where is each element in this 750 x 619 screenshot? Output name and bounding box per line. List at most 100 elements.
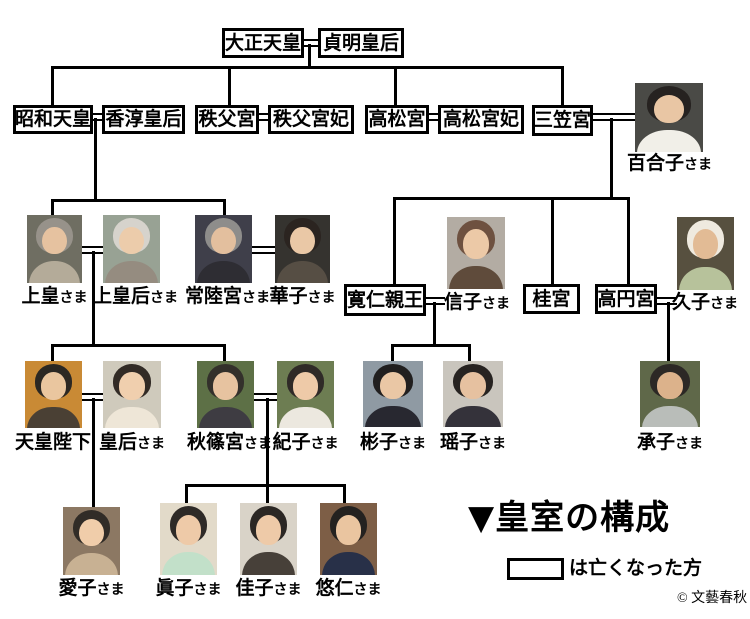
avatar-clothes bbox=[104, 406, 160, 428]
avatar-face bbox=[290, 226, 315, 255]
box-princess-takamatsu: 高松宮妃 bbox=[438, 105, 524, 134]
photo-kako bbox=[240, 503, 297, 575]
avatar-face bbox=[118, 226, 145, 255]
person-honorific: さま bbox=[482, 296, 510, 312]
avatar-face bbox=[212, 372, 239, 400]
caption-nobuko: 信子さま bbox=[443, 291, 511, 314]
photo-mako bbox=[160, 503, 217, 575]
caption-akishino: 秋篠宮さま bbox=[187, 431, 272, 454]
avatar-face bbox=[459, 372, 487, 400]
marriage-connector bbox=[253, 393, 278, 401]
person-honorific: さま bbox=[478, 436, 506, 452]
avatar-face bbox=[692, 229, 719, 260]
marriage-connector bbox=[258, 113, 269, 121]
avatar-face bbox=[119, 372, 145, 400]
person-honorific: さま bbox=[273, 582, 302, 598]
person-name: 上皇后 bbox=[93, 285, 151, 307]
person-name: 紀子 bbox=[272, 431, 311, 453]
connector bbox=[391, 344, 471, 347]
marriage-connector bbox=[657, 297, 677, 305]
photo-kogo bbox=[103, 361, 161, 428]
marriage-connector bbox=[428, 113, 439, 121]
person-name: 佳子 bbox=[235, 577, 274, 599]
photo-hitachi bbox=[195, 215, 252, 283]
avatar-clothes bbox=[364, 405, 422, 427]
avatar-clothes bbox=[104, 261, 159, 283]
caption-mako: 眞子さま bbox=[150, 577, 227, 600]
box-emperor-taisho: 大正天皇 bbox=[222, 28, 304, 58]
avatar-face bbox=[335, 515, 362, 545]
caption-hanako: 華子さま bbox=[265, 285, 340, 308]
caption-jokogo: 上皇后さま bbox=[93, 285, 178, 308]
avatar-face bbox=[78, 518, 105, 547]
caption-kako: 佳子さま bbox=[230, 577, 307, 600]
person-name: 秋篠宮 bbox=[187, 431, 245, 453]
caption-hisahito: 悠仁さま bbox=[310, 577, 387, 600]
legend-deceased-box bbox=[507, 558, 564, 580]
connector bbox=[92, 398, 95, 509]
avatar-clothes bbox=[641, 405, 699, 427]
connector bbox=[627, 197, 630, 286]
box-prince-chichibu: 秩父宮 bbox=[195, 105, 259, 134]
marriage-connector bbox=[81, 393, 104, 401]
avatar-clothes bbox=[241, 551, 296, 575]
person-name: 皇后 bbox=[98, 431, 137, 453]
photo-aiko bbox=[63, 507, 120, 575]
photo-joko bbox=[27, 215, 82, 283]
person-honorific: さま bbox=[307, 290, 336, 306]
connector bbox=[51, 344, 226, 347]
photo-yoko bbox=[443, 361, 503, 427]
box-empress-teimei: 貞明皇后 bbox=[318, 28, 404, 58]
caption-yuriko: 百合子さま bbox=[627, 152, 713, 175]
connector bbox=[92, 251, 95, 347]
avatar-face bbox=[463, 229, 489, 259]
avatar-clothes bbox=[64, 553, 119, 575]
connector bbox=[51, 66, 54, 108]
person-name: 百合子 bbox=[627, 152, 685, 174]
person-name: 眞子 bbox=[155, 577, 194, 599]
person-name: 常陸宮 bbox=[185, 285, 243, 307]
avatar-clothes bbox=[637, 129, 701, 152]
box-princess-chichibu: 秩父宮妃 bbox=[268, 105, 354, 134]
person-name: 彬子 bbox=[359, 431, 398, 453]
connector bbox=[667, 302, 670, 364]
connector bbox=[228, 66, 231, 108]
avatar-clothes bbox=[198, 406, 253, 428]
avatar-clothes bbox=[28, 261, 81, 283]
connector bbox=[185, 484, 346, 487]
connector bbox=[561, 66, 564, 108]
person-honorific: さま bbox=[310, 436, 339, 452]
person-honorific: さま bbox=[398, 436, 426, 452]
avatar-face bbox=[42, 226, 67, 255]
connector bbox=[94, 118, 97, 202]
caption-tsuguko: 承子さま bbox=[630, 431, 710, 454]
photo-hanako bbox=[275, 215, 330, 283]
connector bbox=[223, 344, 226, 363]
person-honorific: さま bbox=[353, 582, 382, 598]
avatar-clothes bbox=[196, 261, 251, 283]
connector bbox=[391, 344, 394, 363]
connector bbox=[393, 197, 396, 286]
person-name: 久子 bbox=[671, 291, 710, 313]
avatar-face bbox=[255, 515, 282, 545]
marriage-connector bbox=[425, 297, 445, 305]
person-honorific: さま bbox=[59, 290, 88, 306]
photo-kiko bbox=[277, 361, 334, 428]
legend-label: は亡くなった方 bbox=[569, 557, 703, 579]
avatar-face bbox=[379, 372, 407, 400]
photo-tenno bbox=[25, 361, 82, 428]
caption-akiko: 彬子さま bbox=[353, 431, 433, 454]
person-honorific: さま bbox=[244, 436, 273, 452]
person-name: 愛子 bbox=[58, 577, 97, 599]
person-honorific: さま bbox=[710, 296, 738, 312]
caption-hisako: 久子さま bbox=[670, 291, 740, 314]
box-prince-takamatsu: 高松宮 bbox=[365, 105, 429, 134]
box-prince-mikasa: 三笠宮 bbox=[532, 105, 593, 136]
person-honorific: さま bbox=[684, 157, 713, 173]
photo-tsuguko bbox=[640, 361, 700, 427]
avatar-face bbox=[175, 515, 202, 545]
person-name: 信子 bbox=[443, 291, 482, 313]
person-name: 承子 bbox=[636, 431, 675, 453]
connector bbox=[51, 344, 54, 363]
person-honorific: さま bbox=[675, 436, 703, 452]
